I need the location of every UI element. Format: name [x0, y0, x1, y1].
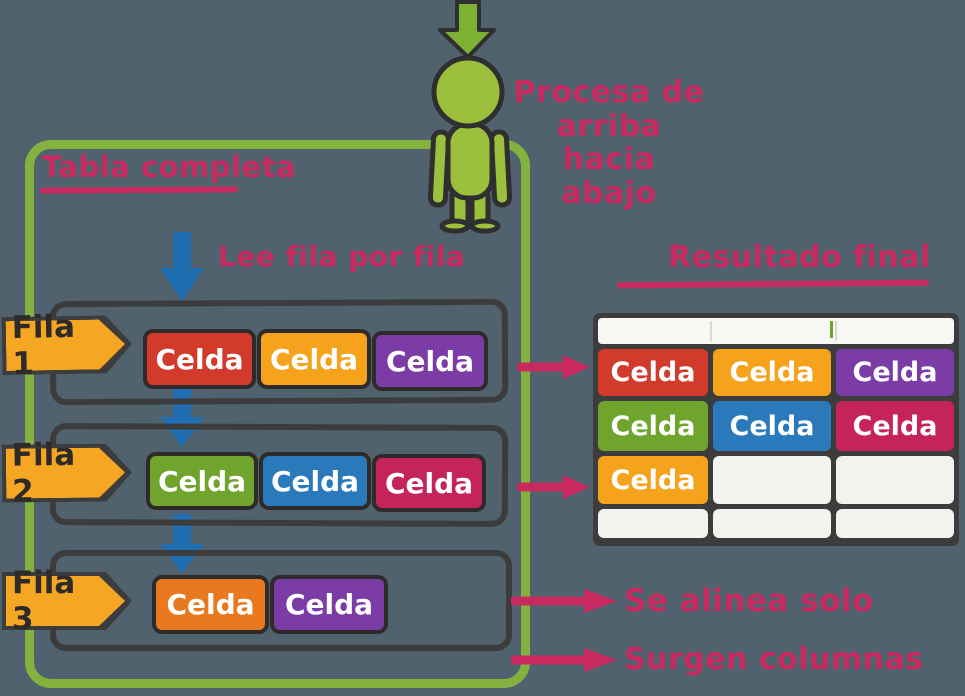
- table-frame-outline: [25, 140, 530, 688]
- blue-down-arrow-icon: [158, 384, 206, 454]
- left-panel-title: Tabla completa: [42, 150, 297, 184]
- header-separator: [835, 321, 837, 341]
- table-cell: Celda: [143, 329, 256, 389]
- table-cell: Celda: [257, 329, 371, 389]
- table-cell: Celda: [146, 452, 258, 510]
- green-down-arrow-icon: [436, 0, 498, 64]
- table-cell: Celda: [259, 452, 371, 510]
- result-cell-empty: [598, 509, 708, 538]
- result-cell: Celda: [836, 349, 954, 396]
- result-cell-empty: [836, 509, 954, 538]
- row-label-tag-2: Fila 2: [2, 436, 133, 510]
- header-green-tick: [830, 321, 833, 338]
- result-cell: Celda: [598, 401, 708, 451]
- result-cell: Celda: [598, 456, 708, 504]
- row-label-tag-1: Fila 1: [2, 308, 133, 382]
- result-title-underline: [616, 279, 930, 289]
- read-rows-note: Lee fila por fila: [218, 240, 466, 273]
- row-label-tag-3: Fila 3: [2, 565, 132, 637]
- columns-note: Surgen columnas: [624, 642, 924, 677]
- tag-fill: [6, 576, 125, 626]
- result-table-header-row: [598, 318, 954, 344]
- result-panel-title: Resultado final: [668, 240, 931, 275]
- pink-right-arrow-icon: [509, 585, 621, 621]
- result-cell-empty: [836, 456, 954, 504]
- align-note: Se alinea solo: [624, 583, 874, 619]
- table-cell: Celda: [152, 575, 269, 634]
- blue-down-arrow-icon: [158, 230, 206, 308]
- blue-down-arrow-icon: [158, 512, 206, 580]
- table-cell: Celda: [270, 575, 388, 634]
- result-cell: Celda: [836, 401, 954, 451]
- result-cell: Celda: [598, 349, 708, 396]
- result-table: Celda Celda Celda Celda Celda Celda Celd…: [593, 313, 959, 546]
- row-label: Fila 3: [12, 565, 76, 637]
- person-icon: [412, 52, 530, 238]
- result-cell: Celda: [713, 349, 831, 396]
- result-cell: Celda: [713, 401, 831, 451]
- table-cell: Celda: [372, 454, 486, 512]
- row-label: Fila 2: [11, 436, 76, 510]
- pink-right-arrow-icon: [516, 472, 593, 506]
- process-note: Procesa de arriba hacia abajo: [513, 75, 705, 211]
- row-label: Fila 1: [11, 308, 76, 382]
- result-cell-empty: [713, 509, 831, 538]
- pink-right-arrow-icon: [516, 352, 593, 386]
- table-cell: Celda: [372, 331, 488, 391]
- header-separator: [710, 321, 712, 341]
- pink-right-arrow-icon: [509, 644, 621, 680]
- result-cell-empty: [713, 456, 831, 504]
